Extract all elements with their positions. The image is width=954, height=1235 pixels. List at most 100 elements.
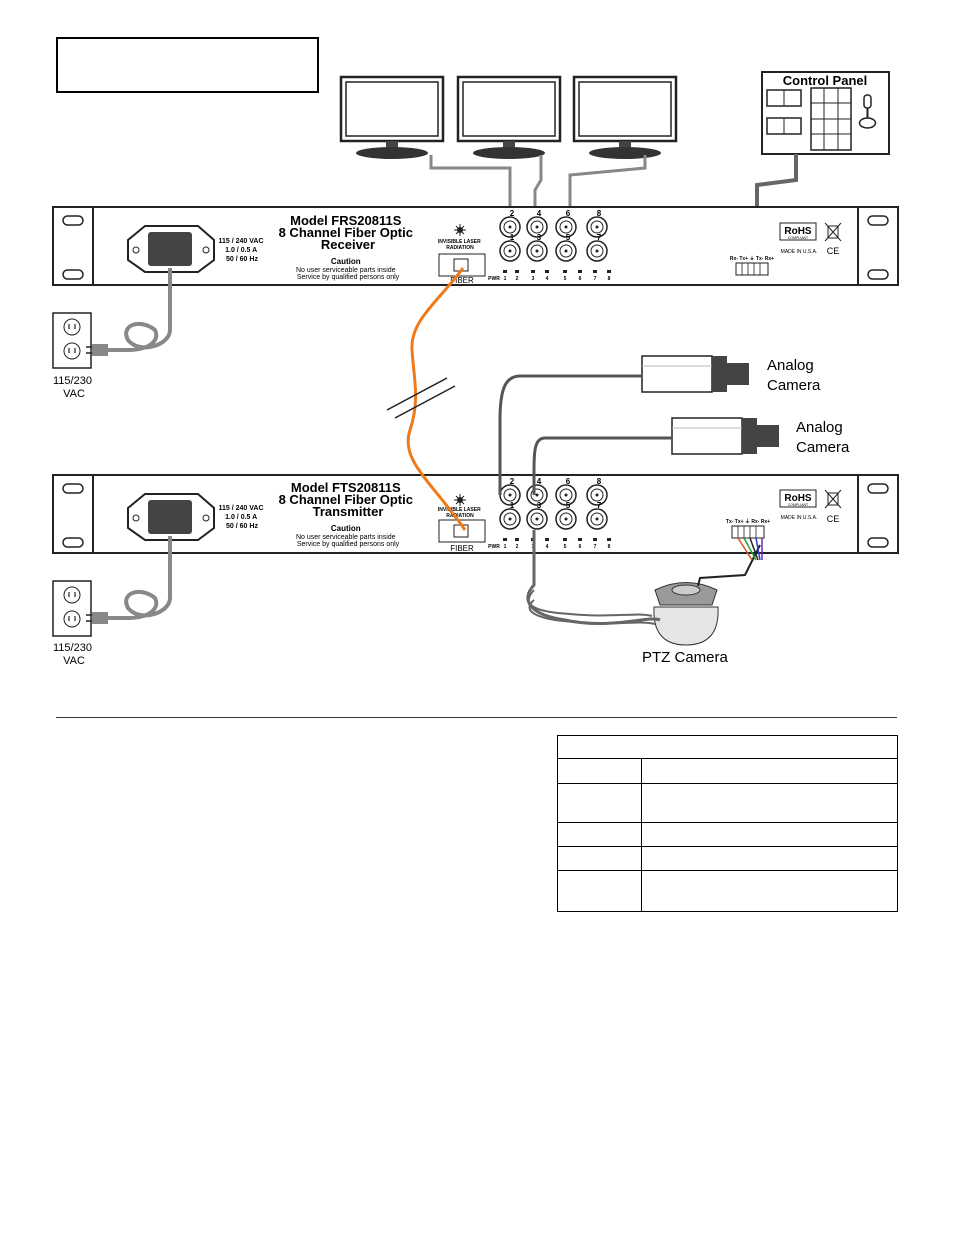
bnc-channel-label: 2 <box>510 209 515 218</box>
led-icon <box>531 270 535 273</box>
section-divider <box>56 717 897 718</box>
led-label: 2 <box>516 276 519 282</box>
iec-power-inlet-icon <box>127 225 215 273</box>
system-wiring-diagram: Control Panel <box>52 71 899 667</box>
led-label: 1 <box>504 276 507 282</box>
weee-bin-icon <box>824 222 842 242</box>
bnc-connector-icon <box>555 508 577 530</box>
led-icon <box>545 538 549 541</box>
fiber-optic-cable <box>406 267 467 531</box>
bnc-connector-icon <box>555 240 577 262</box>
ce-mark-icon: CE <box>827 246 840 256</box>
svg-text:MADE IN U.S.A.: MADE IN U.S.A. <box>781 515 818 521</box>
monitor-icon <box>339 75 445 159</box>
analog-camera-icon <box>671 417 779 455</box>
led-label: PWR <box>488 544 500 550</box>
bnc-connector-icon <box>499 216 521 238</box>
bnc-channel-label: 7 <box>597 233 602 242</box>
monitor-icon <box>456 75 562 159</box>
receiver-compliance-marks: RoHS COMPLIANT MADE IN U.S.A. CE <box>779 222 842 256</box>
transmitter-rack-unit: 115 / 240 VAC 1.0 / 0.5 A 50 / 60 Hz Mod… <box>52 474 899 554</box>
led-icon <box>563 270 567 273</box>
bnc-connector-icon <box>499 240 521 262</box>
bnc-channel-label: 5 <box>566 501 571 510</box>
transmitter-power-cord <box>108 536 172 620</box>
weee-bin-icon <box>824 489 842 509</box>
bnc-channel-label: 1 <box>510 233 515 242</box>
control-panel-icon: Control Panel <box>761 71 890 155</box>
receiver-caution: Caution No user serviceable parts inside… <box>296 251 400 281</box>
transmitter-laser-text: INVISIBLE LASER RADIATION <box>438 507 482 519</box>
svg-text:Rx- Tx+ ⏚ Tx- Rx+: Rx- Tx+ ⏚ Tx- Rx+ <box>730 255 774 262</box>
control-panel-label: Control Panel <box>783 73 868 88</box>
table-row <box>557 822 898 847</box>
bnc-channel-label: 5 <box>566 233 571 242</box>
table-row <box>557 783 898 823</box>
bnc-channel-label: 1 <box>510 501 515 510</box>
svg-text:RoHS: RoHS <box>784 493 812 504</box>
bnc-connector-icon <box>526 240 548 262</box>
led-label: 5 <box>564 544 567 550</box>
power-plug-icon <box>86 344 108 356</box>
svg-text:COMPLIANT: COMPLIANT <box>788 503 809 507</box>
bnc-connector-icon <box>555 484 577 506</box>
led-label: 7 <box>594 544 597 550</box>
receiver-laser-text: INVISIBLE LASER RADIATION <box>438 239 482 251</box>
svg-text:Tx- Tx+ ⏚ Rx- Rx+: Tx- Tx+ ⏚ Rx- Rx+ <box>726 518 770 525</box>
receiver-power-rating: 115 / 240 VAC 1.0 / 0.5 A 50 / 60 Hz <box>219 238 266 263</box>
ptz-dome-camera-icon <box>653 582 719 646</box>
bnc-channel-label: 4 <box>537 477 542 486</box>
led-label: 1 <box>504 544 507 550</box>
led-icon <box>607 270 611 273</box>
camera-video-cables <box>498 374 672 495</box>
led-icon <box>503 538 507 541</box>
analog-camera-2-label: Analog Camera <box>796 419 850 456</box>
receiver-model-title: Model FRS20811S 8 Channel Fiber Optic Re… <box>279 212 418 252</box>
led-icon <box>593 538 597 541</box>
bnc-channel-label: 6 <box>566 477 571 486</box>
transmitter-fiber-label: FIBER <box>450 544 474 553</box>
bnc-channel-label: 4 <box>537 209 542 218</box>
joystick-icon <box>858 94 877 129</box>
bnc-channel-label: 3 <box>537 233 542 242</box>
svg-text:COMPLIANT: COMPLIANT <box>788 236 809 240</box>
power-outlet-icon <box>52 312 92 369</box>
analog-camera-icon <box>641 355 749 393</box>
table-row <box>557 870 898 912</box>
laser-warning-icon <box>454 224 466 236</box>
bnc-connector-icon <box>586 216 608 238</box>
receiver-outlet-label: 115/230 VAC <box>53 375 95 400</box>
power-plug-icon <box>86 612 108 624</box>
led-label: 5 <box>564 276 567 282</box>
spec-table <box>557 735 898 912</box>
bnc-connector-icon <box>526 216 548 238</box>
ptz-camera-label: PTZ Camera <box>642 649 729 666</box>
ce-mark-icon: CE <box>827 514 840 524</box>
led-icon <box>578 270 582 273</box>
bnc-connector-icon <box>499 508 521 530</box>
receiver-fiber-label: FIBER <box>450 276 474 285</box>
svg-text:RoHS: RoHS <box>784 226 812 237</box>
svg-text:MADE IN U.S.A.: MADE IN U.S.A. <box>781 249 818 255</box>
led-label: 6 <box>579 544 582 550</box>
bnc-connector-icon <box>586 240 608 262</box>
ptz-video-cable <box>526 530 661 625</box>
led-label: 4 <box>546 276 549 282</box>
transmitter-compliance-marks: RoHS COMPLIANT MADE IN U.S.A. CE <box>779 489 842 524</box>
transmitter-terminal-block: Tx- Tx+ ⏚ Rx- Rx+ <box>726 518 770 539</box>
led-icon <box>593 270 597 273</box>
table-row <box>557 735 898 759</box>
receiver-terminal-block: Rx- Tx+ ⏚ Tx- Rx+ <box>730 255 774 276</box>
bnc-channel-label: 8 <box>597 477 602 486</box>
bnc-connector-icon <box>586 484 608 506</box>
iec-power-inlet-icon <box>127 493 215 541</box>
led-label: 3 <box>532 276 535 282</box>
led-icon <box>515 270 519 273</box>
table-row <box>557 758 898 784</box>
table-row <box>557 846 898 871</box>
bnc-connector-icon <box>526 508 548 530</box>
bnc-channel-label: 7 <box>597 501 602 510</box>
bnc-connector-icon <box>586 508 608 530</box>
